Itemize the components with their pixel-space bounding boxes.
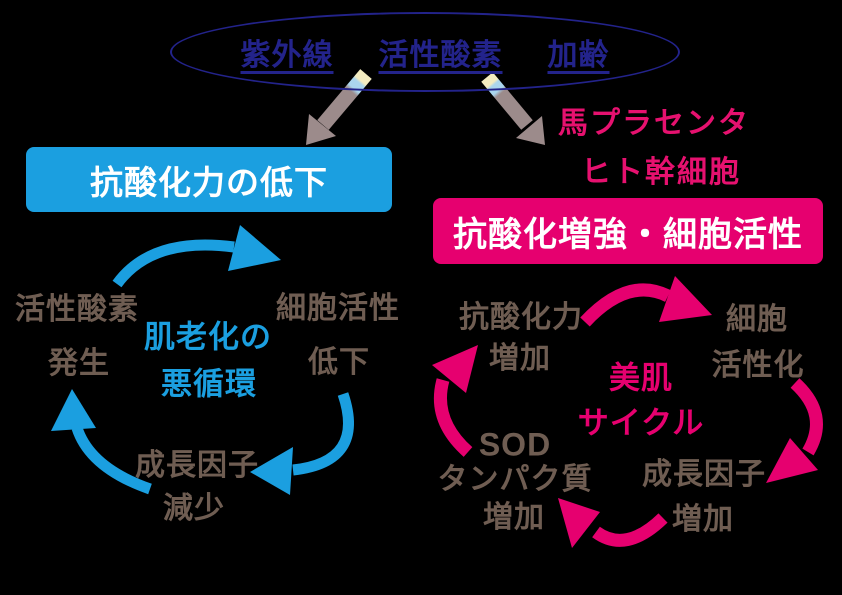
aging-cycle-arrows-icon <box>51 225 354 495</box>
aging-node-growth-line1: 成長因子 <box>135 449 259 482</box>
aging-node-cell-line2: 低下 <box>308 346 370 379</box>
treatment-placenta-label: 馬プラセンタ <box>558 107 750 140</box>
beauty-cycle-title-line1: 美肌 <box>609 360 673 396</box>
beauty-cycle-arrows-icon <box>432 276 823 548</box>
aging-node-ros-line1: 活性酸素 <box>15 293 139 326</box>
aging-node-growth-line2: 減少 <box>163 492 225 525</box>
beauty-node-sod-line1: SOD <box>478 426 552 463</box>
beauty-node-growth-line1: 成長因子 <box>642 458 766 491</box>
aging-node-cell-line1: 細胞活性 <box>276 292 400 325</box>
cause-ros-label: 活性酸素 <box>378 39 503 72</box>
beauty-node-antiox-line1: 抗酸化力 <box>459 301 583 334</box>
beauty-node-cell-line1: 細胞 <box>726 303 788 336</box>
beauty-node-antiox-line2: 増加 <box>489 342 551 375</box>
cause-aging-label: 加齢 <box>547 39 610 72</box>
causes-ellipse: 紫外線 活性酸素 加齢 <box>170 12 680 92</box>
antioxidant-decline-box: 抗酸化力の低下 <box>26 147 392 212</box>
aging-cycle-title-line2: 悪循環 <box>161 366 257 402</box>
beauty-cycle-title-line2: サイクル <box>577 405 705 441</box>
treatment-stemcell-label: ヒト幹細胞 <box>581 156 741 189</box>
beauty-node-sod-line3: 増加 <box>483 501 545 534</box>
beauty-node-sod-line2: タンパク質 <box>437 463 593 496</box>
beauty-node-cell-line2: 活性化 <box>711 349 805 382</box>
aging-cycle-title-line1: 肌老化の <box>144 319 272 355</box>
antioxidant-boost-box: 抗酸化増強・細胞活性 <box>433 198 823 264</box>
aging-node-ros-line2: 発生 <box>48 347 110 380</box>
beauty-node-growth-line2: 増加 <box>672 503 734 536</box>
cause-uv-label: 紫外線 <box>240 39 334 72</box>
